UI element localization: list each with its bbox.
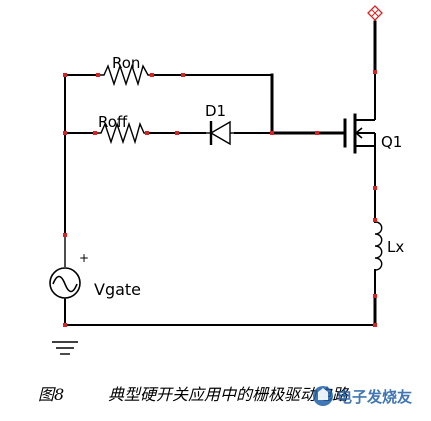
inductor-label: Lx [387,238,404,256]
diode-label: D1 [205,102,226,120]
polarity-plus-label: + [79,251,89,265]
ron-label: Ron [112,54,140,72]
junction-dot [93,131,97,135]
figure-caption: 典型硬开关应用中的栅极驱动电路 [108,385,350,404]
junction-dot [63,73,67,77]
junction-dot [96,73,100,77]
junction-dot [373,323,377,327]
figure-number: 图8 [38,385,64,404]
junction-dot [181,73,185,77]
transistor-label: Q1 [381,133,402,151]
diode-d1 [205,120,235,146]
junction-dots [63,70,377,327]
junction-dot [373,294,377,298]
ron-resistor [98,63,152,87]
junction-dot [373,218,377,222]
junction-dot [150,73,154,77]
junction-dot [315,131,319,135]
junction-dot [63,323,67,327]
watermark-text: 电子发烧友 [337,388,412,406]
mosfet-q1 [343,110,376,157]
source-label: Vgate [94,280,141,299]
ground-symbol [52,341,78,355]
roff-label: Roff [98,113,128,131]
junction-dot [270,131,274,135]
junction-dot [145,131,149,135]
junction-dot [373,70,377,74]
junction-dot [175,131,179,135]
roff-resistor [95,121,147,145]
watermark-logo: 电子发烧友 [313,386,412,406]
junction-dot [373,186,377,190]
inductor-lx [374,221,383,271]
junction-dot [63,233,67,237]
terminal-marker [367,5,383,21]
vgate-source [49,235,81,300]
junction-dot [63,131,67,135]
